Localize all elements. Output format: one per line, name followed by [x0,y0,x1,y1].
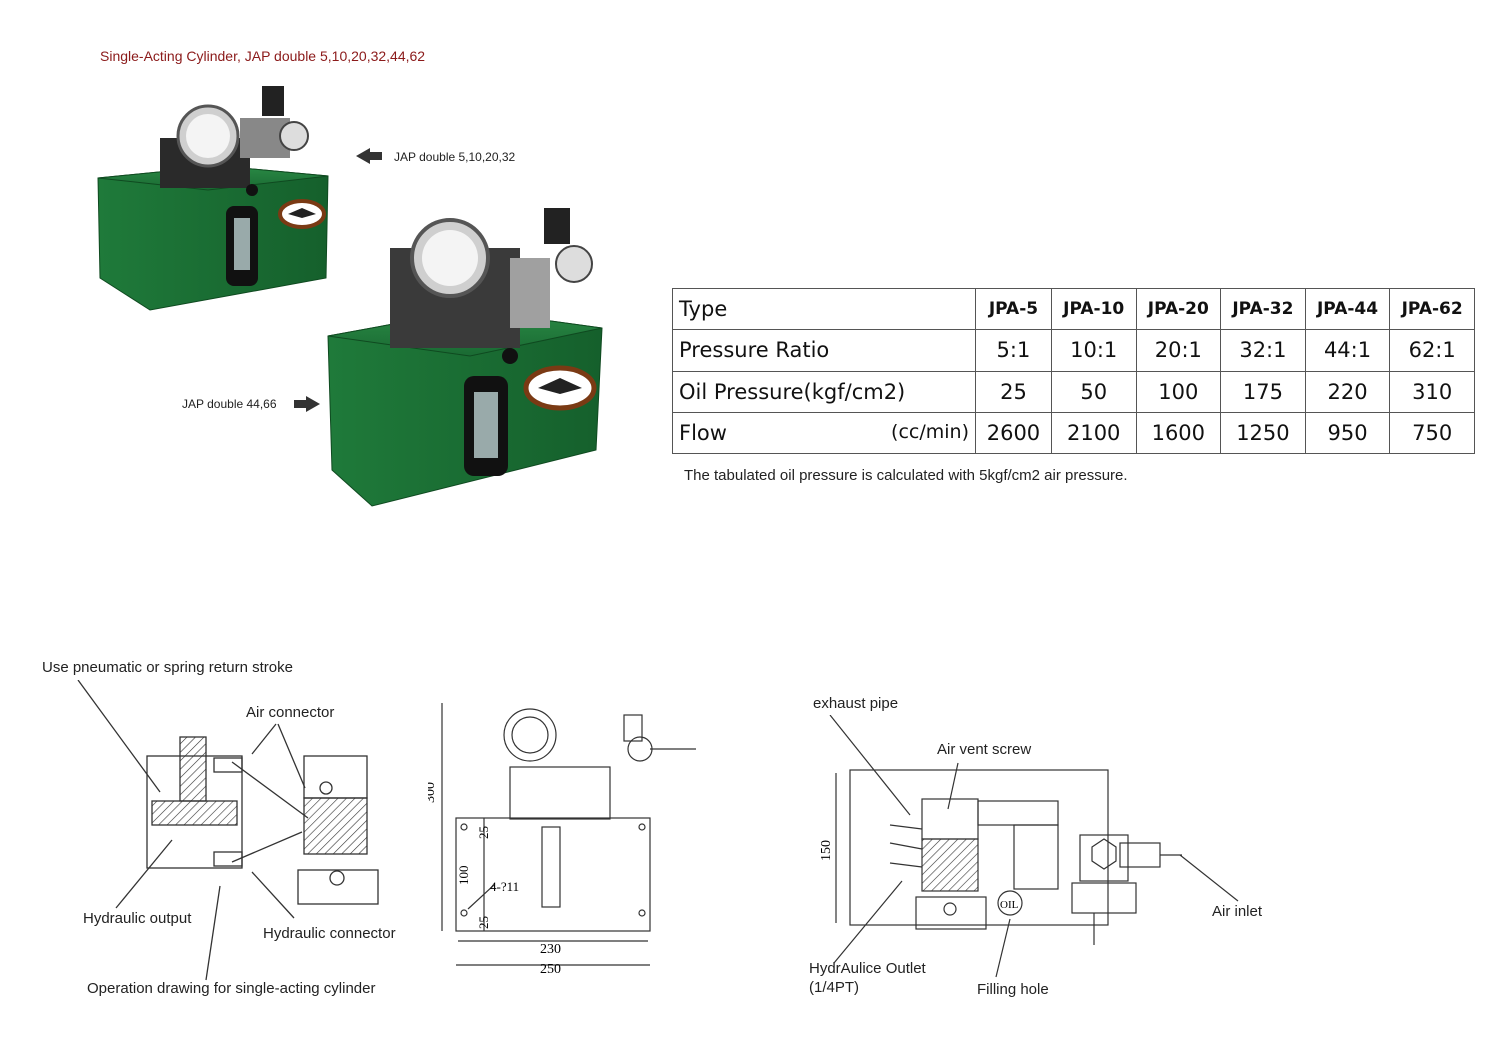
dim-holes: 4-?11 [490,879,519,894]
dim-top-offset: 25 [476,826,491,839]
table-cell: 175 [1220,370,1306,413]
table-cell: Oil Pressure(kgf/cm2) [672,370,976,413]
table-cell: JPA-5 [975,287,1052,331]
table-cell: 5:1 [975,329,1052,372]
side-drawing: 150 OIL [819,715,1239,978]
operation-drawing [77,680,379,981]
oil-mark: OIL [1000,899,1019,911]
table-cell: JPA-62 [1389,287,1475,331]
table-row: Oil Pressure(kgf/cm2) 25 50 100 175 220 … [672,370,1475,413]
table-cell: 950 [1304,411,1391,455]
flow-unit: (cc/min) [891,420,969,443]
dim-hole-spacing: 100 [456,866,471,886]
table-cell: JPA-32 [1220,287,1306,331]
label-hydraulic-output: Hydraulic output [83,910,192,927]
table-cell: JPA-10 [1050,287,1137,331]
dimension-drawing: 300 25 100 4-?11 25 230 250 [428,703,696,977]
page-title: Single-Acting Cylinder, JAP double 5,10,… [100,48,426,64]
air-regulator-icon [623,714,643,742]
table-cell: Flow (cc/min) [672,411,976,455]
air-regulator-icon [544,208,570,244]
flow-label: Flow [679,420,727,445]
label-hydraulic-outlet: HydrAulice Outlet [809,960,926,977]
spec-table: Type JPA-5 JPA-10 JPA-20 JPA-32 JPA-44 J… [672,287,1475,455]
operation-drawing-caption: Operation drawing for single-acting cyli… [87,980,376,997]
table-cell: 62:1 [1389,329,1475,372]
arrow-right-icon [294,396,320,412]
table-cell: Pressure Ratio [672,329,976,372]
arrow-left-icon [356,148,382,164]
table-cell: JPA-44 [1304,287,1391,331]
pump-unit-large [327,208,603,507]
label-upper-unit: JAP double 5,10,20,32 [394,150,516,164]
table-cell: 10:1 [1050,329,1137,372]
dim-height: 300 [428,782,438,803]
table-cell: 750 [1389,411,1475,455]
pressure-gauge-icon [503,708,557,762]
table-cell: 25 [975,370,1052,413]
table-cell: 32:1 [1220,329,1306,372]
label-air-vent-screw: Air vent screw [937,741,1032,758]
table-cell: 100 [1135,370,1222,413]
table-row: Flow (cc/min) 2600 2100 1600 1250 950 75… [672,411,1475,455]
table-cell: 2100 [1050,411,1137,455]
table-row: Pressure Ratio 5:1 10:1 20:1 32:1 44:1 6… [672,329,1475,372]
table-cell: 50 [1050,370,1137,413]
tank-outline [849,769,1109,926]
table-cell: 44:1 [1304,329,1391,372]
table-cell: Type [672,287,976,331]
pump-unit-small [97,86,329,311]
table-cell: 2600 [975,411,1052,455]
label-air-inlet: Air inlet [1212,903,1263,920]
label-exhaust-pipe: exhaust pipe [813,695,899,712]
dim-inner-width: 230 [540,942,561,957]
piston [151,800,238,826]
table-cell: 1600 [1135,411,1222,455]
table-cell: JPA-20 [1135,287,1222,331]
label-air-connector: Air connector [246,704,335,721]
oil-level-gauge-icon [541,826,561,908]
table-cell: 310 [1389,370,1475,413]
label-hydraulic-connector: Hydraulic connector [263,925,396,942]
label-lower-unit: JAP double 44,66 [182,397,277,411]
table-cell: 1250 [1220,411,1306,455]
label-outlet-thread: (1/4PT) [809,979,860,996]
table-cell: 220 [1304,370,1391,413]
label-return-stroke: Use pneumatic or spring return stroke [42,659,293,676]
table-note: The tabulated oil pressure is calculated… [684,467,1128,484]
dim-bottom-offset: 25 [476,916,491,929]
product-illustration [97,86,603,507]
table-row: Type JPA-5 JPA-10 JPA-20 JPA-32 JPA-44 J… [672,287,1475,331]
tank-outline [455,817,651,932]
side-dim-height: 150 [819,840,834,861]
label-filling-hole: Filling hole [977,981,1049,998]
piston-rod [179,736,207,802]
table-cell: 20:1 [1135,329,1222,372]
air-regulator-icon [262,86,284,116]
dim-outer-width: 250 [540,962,561,977]
valve-icon [1091,838,1117,870]
